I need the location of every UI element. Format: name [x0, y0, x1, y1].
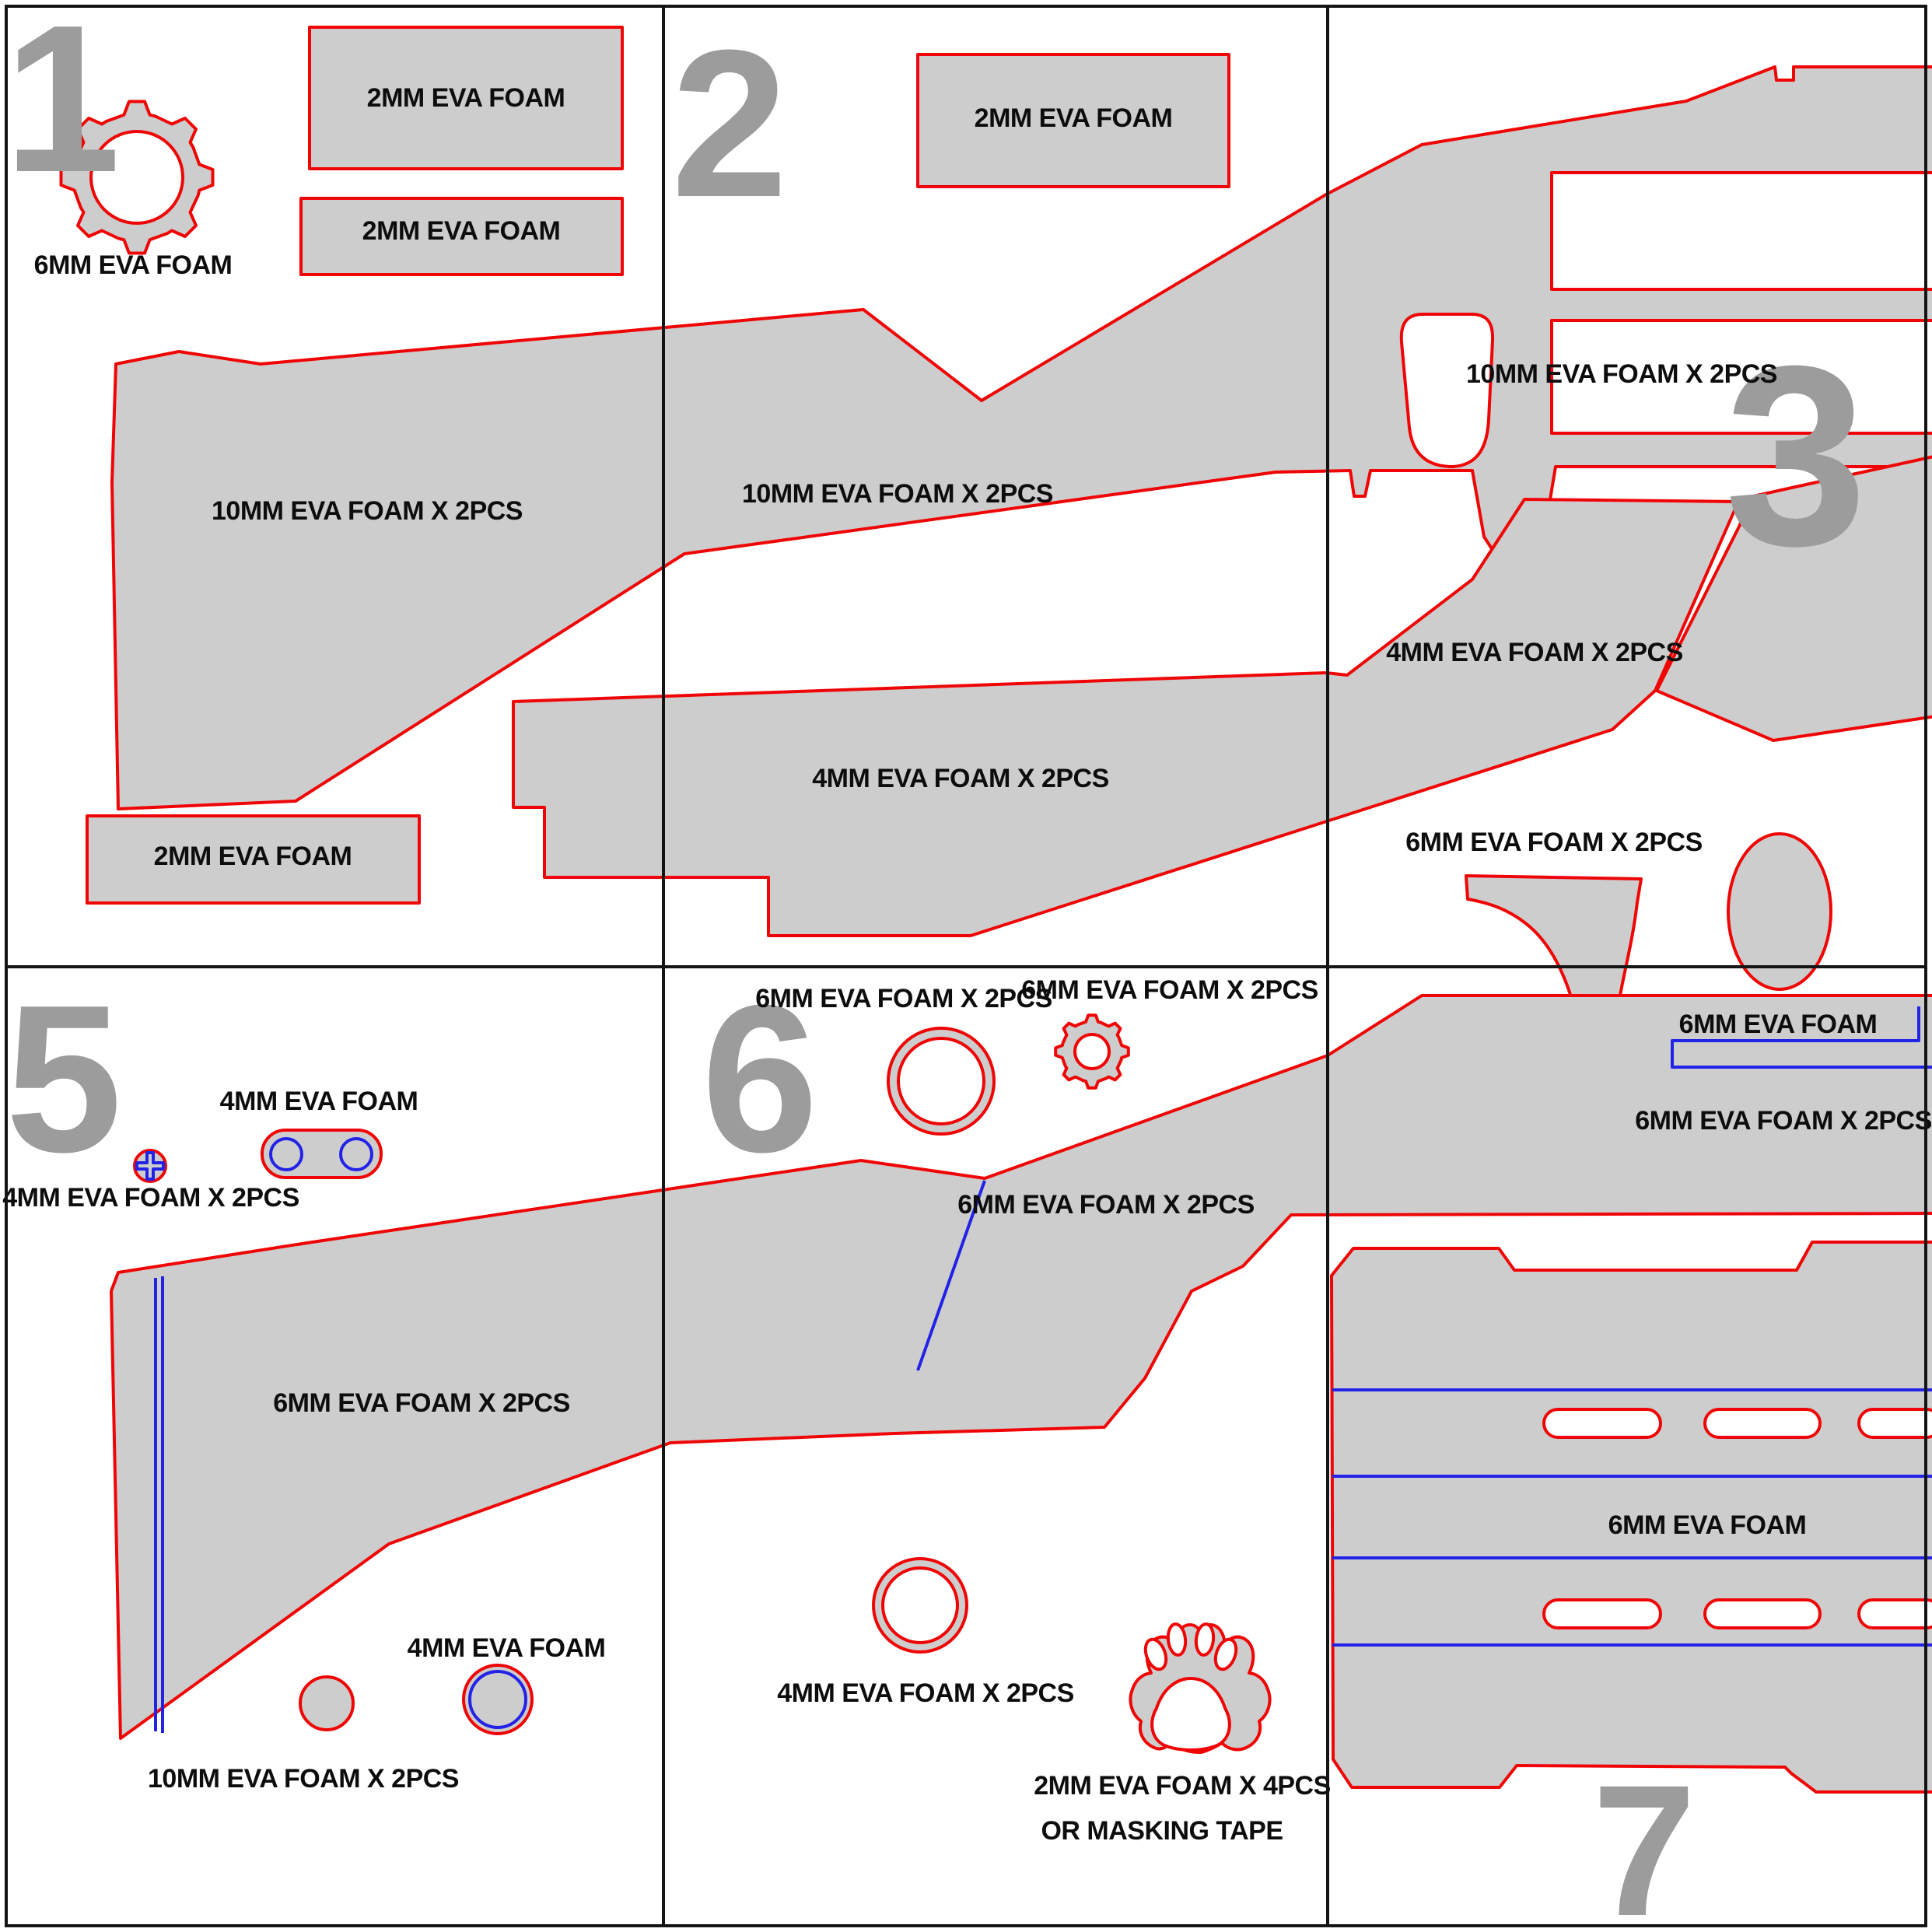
piece-ring-4mm-inner: [881, 1566, 959, 1644]
piece-label: 4MM EVA FOAM X 2PCS: [2, 1183, 299, 1213]
panel-number-1: 1: [4, 0, 117, 216]
piece-label: 6MM EVA FOAM X 2PCS: [1021, 975, 1318, 1005]
piece-label: 6MM EVA FOAM X 2PCS: [1635, 1106, 1932, 1136]
piece-label: 2MM EVA FOAM: [362, 216, 561, 246]
piece-label: 2MM EVA FOAM X 4PCS: [1034, 1771, 1331, 1801]
piece-label: 6MM EVA FOAM: [1608, 1510, 1807, 1540]
piece-button-4mm: [133, 1149, 167, 1183]
paw-toe-pad: [1166, 1622, 1188, 1657]
piece-ring-6mm-inner: [897, 1037, 985, 1125]
paw-print-piece: [1129, 1622, 1272, 1754]
page-grid: [5, 5, 1927, 1927]
paw-main-pad: [1150, 1677, 1231, 1752]
rail-slot: [1703, 1408, 1822, 1439]
paw-toe-pad: [1213, 1637, 1238, 1671]
foam-pieces: [59, 26, 1932, 1794]
panel-number-3: 3: [1724, 312, 1864, 599]
trigger-guard-cutout: [1399, 313, 1495, 468]
paw-toe-pad: [1194, 1622, 1216, 1657]
piece-label: 6MM EVA FOAM X 2PCS: [273, 1388, 570, 1418]
gear-washer-large-hole: [89, 130, 184, 225]
piece-label: 2MM EVA FOAM: [367, 83, 565, 113]
piece-label: 6MM EVA FOAM X 2PCS: [755, 984, 1052, 1013]
seam-mark-line: [916, 1180, 986, 1371]
piece-label: OR MASKING TAPE: [1041, 1816, 1283, 1846]
rail-slot: [1542, 1408, 1662, 1439]
barrel-slot-lower: [1550, 319, 1932, 435]
piece-label: 6MM EVA FOAM X 2PCS: [957, 1190, 1255, 1220]
piece-labels: 6MM EVA FOAM 2MM EVA FOAM 2MM EVA FOAM 10MM…: [2, 83, 1932, 1846]
piece-label: 6MM EVA FOAM X 2PCS: [1405, 828, 1703, 857]
piece-label: 10MM EVA FOAM X 2PCS: [148, 1764, 459, 1794]
panel-number-5: 5: [5, 962, 119, 1196]
panel-number-7: 7: [1592, 1746, 1692, 1932]
piece-label: 4MM EVA FOAM X 2PCS: [812, 764, 1109, 793]
barrel-slot-upper: [1550, 171, 1932, 291]
piece-label: 2MM EVA FOAM: [975, 103, 1173, 133]
piece-label: 4MM EVA FOAM: [220, 1087, 418, 1116]
piece-label: 10MM EVA FOAM X 2PCS: [742, 479, 1053, 509]
piece-label: 10MM EVA FOAM X 2PCS: [1466, 359, 1777, 389]
rail-slot: [1857, 1598, 1932, 1629]
button-cross-mark: [135, 1151, 165, 1181]
piece-label: 10MM EVA FOAM X 2PCS: [212, 496, 523, 526]
piece-label: 4MM EVA FOAM X 2PCS: [777, 1678, 1074, 1708]
piece-rect-2mm: [86, 814, 421, 905]
panel-number-2: 2: [671, 7, 785, 241]
piece-label: 6MM EVA FOAM: [1679, 1010, 1878, 1039]
piece-label: 2MM EVA FOAM: [154, 842, 352, 871]
capsule-hole-mark: [269, 1137, 303, 1171]
gear-washers: [59, 100, 1130, 1090]
piece-stock-6mm: [110, 994, 1932, 1740]
piece-disc-10mm: [299, 1675, 355, 1731]
gear-washer-small-hole: [1073, 1033, 1111, 1070]
piece-capsule-4mm: [261, 1129, 383, 1179]
rail-slot: [1542, 1598, 1662, 1629]
panel-number-6: 6: [702, 962, 815, 1196]
piece-label: 4MM EVA FOAM X 2PCS: [1386, 638, 1683, 667]
piece-circle-6mm: [1727, 832, 1832, 991]
piece-strip-4mm: [512, 498, 1740, 937]
step-mark-line: [1671, 1006, 1932, 1069]
piece-rect-2mm: [308, 26, 624, 170]
panel-numbers: 1 2 3 5 6 7: [4, 0, 1867, 1932]
rail-slot: [1703, 1598, 1822, 1629]
piece-disc-4mm: [462, 1664, 534, 1735]
piece-label: 4MM EVA FOAM: [408, 1633, 606, 1663]
piece-right-edge: [1655, 455, 1932, 742]
paw-toe-pad: [1143, 1637, 1168, 1671]
rail-slot: [1857, 1408, 1932, 1439]
piece-rect-2mm: [299, 197, 624, 276]
piece-rect-2mm: [916, 53, 1230, 188]
capsule-hole-mark: [339, 1137, 373, 1171]
disc-inner-mark: [468, 1670, 527, 1729]
piece-rail-6mm: [1330, 1241, 1932, 1794]
piece-label: 6MM EVA FOAM: [34, 250, 233, 280]
